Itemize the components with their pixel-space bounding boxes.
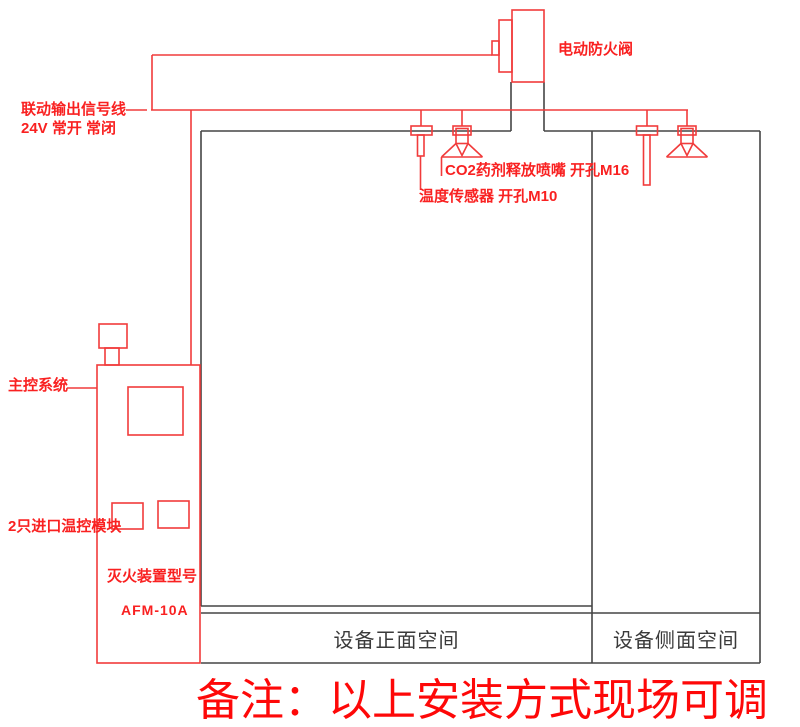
control-cabinet xyxy=(67,323,201,664)
signal-label-line1: 联动输出信号线 xyxy=(21,101,127,118)
damper-label: 电动防火阀 xyxy=(558,41,634,58)
device-model-value: AFM-10A xyxy=(121,602,189,618)
temp-sensor-2 xyxy=(635,125,659,186)
front-space-label: 设备正面空间 xyxy=(333,629,460,652)
sensor-label: 温度传感器 开孔M10 xyxy=(419,188,558,205)
damper-duct xyxy=(510,82,545,131)
side-space-label: 设备侧面空间 xyxy=(613,629,739,652)
signal-label-line2: 24V 常开 常闭 xyxy=(21,120,117,137)
temp-modules-label: 2只进口温控模块 xyxy=(8,518,122,535)
equipment-box xyxy=(200,130,761,664)
main-control-label: 主控系统 xyxy=(8,377,69,394)
device-model-title: 灭火装置型号 xyxy=(107,568,198,585)
co2-nozzle-1 xyxy=(440,125,484,176)
temp-sensor-1 xyxy=(410,125,433,190)
fire-damper xyxy=(491,9,545,83)
signal-wiring xyxy=(126,54,688,365)
nozzle-label: CO2药剂释放喷嘴 开孔M16 xyxy=(445,162,630,179)
co2-nozzle-2 xyxy=(665,125,709,158)
note-text: 备注：以上安装方式现场可调 xyxy=(196,676,768,725)
